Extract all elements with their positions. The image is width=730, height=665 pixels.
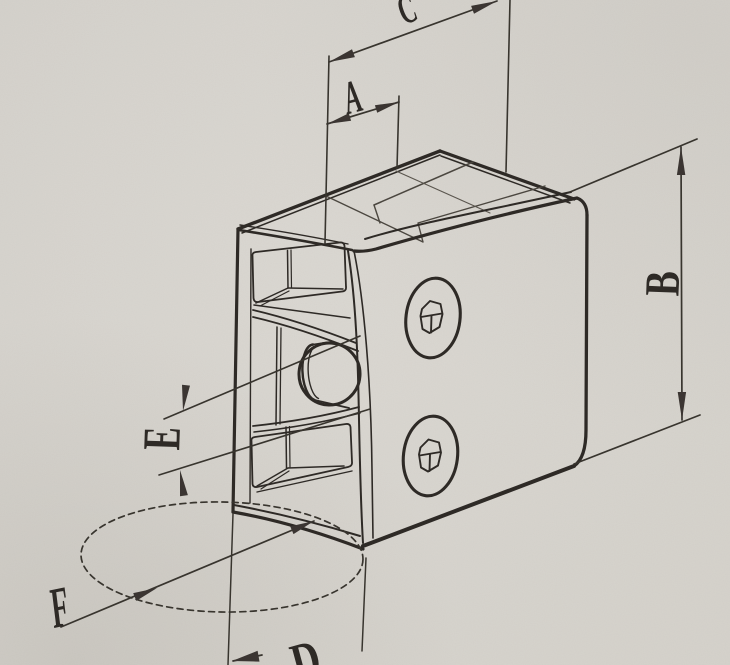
svg-text:E: E (132, 426, 192, 451)
svg-text:B: B (636, 270, 691, 297)
